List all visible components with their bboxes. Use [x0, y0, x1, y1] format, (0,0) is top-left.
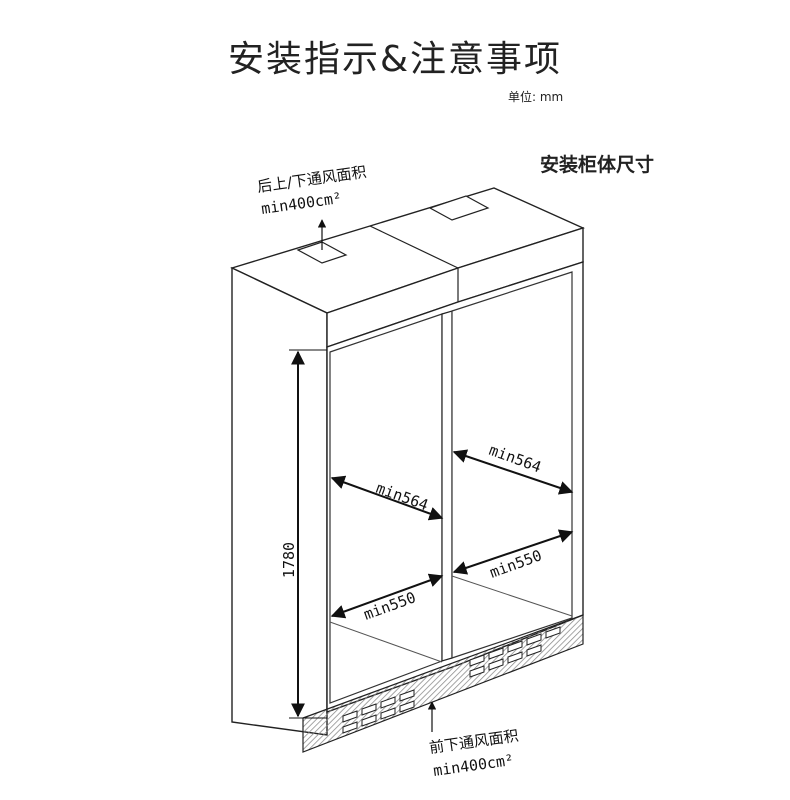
width-left-upper-line — [330, 475, 444, 521]
unit-label: 单位: mm — [508, 90, 564, 104]
width-left-lower-line — [330, 573, 444, 619]
width-right-upper-line — [452, 449, 574, 495]
center-divider — [441, 310, 453, 662]
page-title: 安装指示&注意事项 — [227, 39, 563, 80]
top-vent-right — [428, 195, 490, 221]
section-title: 安装柜体尺寸 — [540, 154, 655, 176]
bottom-vents-left — [342, 689, 415, 734]
top-vent-label-line1: 后上/下通风面积 — [256, 163, 367, 196]
bottom-vents-right — [469, 626, 561, 678]
top-vent-left — [296, 241, 348, 264]
height-label: 1780 — [280, 542, 298, 578]
side-panel — [231, 266, 328, 736]
top-divider — [369, 225, 459, 269]
width-right-lower-line — [452, 529, 574, 575]
bottom-vent-label-line2: min400cm² — [432, 751, 515, 780]
